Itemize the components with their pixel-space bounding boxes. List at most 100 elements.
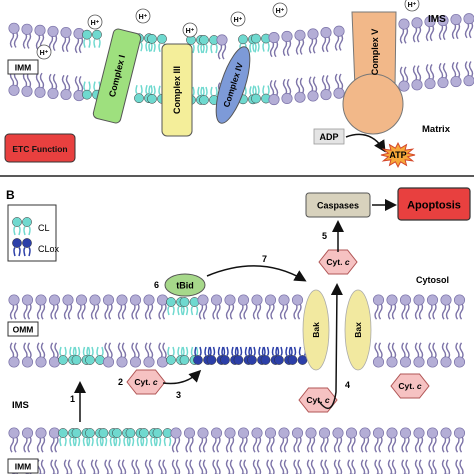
lipid-top [450, 13, 462, 40]
proton-label: H⁺ [234, 17, 243, 24]
imm-label-box-a [7, 59, 39, 75]
omm-lipid-bottom [116, 342, 128, 368]
step-4-number: 4 [345, 380, 350, 390]
imm-lipid-top [318, 427, 331, 453]
complex-iv: Complex IV [215, 46, 251, 124]
lipid-bottom [398, 66, 410, 92]
proton-ion: H⁺ [404, 0, 420, 12]
lipid-bottom [8, 70, 20, 96]
lipid-top [216, 34, 228, 60]
proton-label: H⁺ [276, 8, 285, 15]
imm-lipid-top [264, 427, 277, 453]
step-3-number: 3 [176, 390, 181, 400]
omm-lipid-bottom [35, 342, 47, 368]
matrix-label: Matrix [422, 124, 451, 135]
lipid-top [411, 17, 423, 43]
complex-i: Complex I [92, 28, 142, 124]
omm-cardiolipin [85, 346, 105, 365]
omm-lipid-top [237, 294, 250, 320]
imm-lipid-bottom [212, 459, 221, 474]
adp-label: ADP [319, 132, 338, 142]
omm-lipid-bottom [48, 342, 61, 368]
lipid-top [320, 27, 332, 53]
imm-lipid-top [170, 427, 182, 453]
lipid-bottom [424, 64, 436, 90]
omm-cardiolipin [58, 346, 78, 365]
imm-lipid-top [426, 427, 439, 453]
omm-cardiolipin-top [179, 297, 200, 316]
imm-lipid-top [413, 427, 425, 453]
complex-iii-label: Complex III [172, 66, 182, 114]
legend-box [7, 204, 57, 262]
lipid-bottom [73, 75, 85, 102]
ims-label-b: IMS [12, 400, 29, 411]
omm-lipid-top [426, 294, 439, 320]
imm-lipid-top [210, 427, 223, 453]
complex-v: Complex V [342, 11, 404, 135]
lipid-bottom [60, 74, 72, 101]
omm-lipid-top [21, 294, 34, 320]
step-5-number: 5 [322, 231, 327, 241]
legend-icons [12, 217, 32, 257]
omm-lipid-bottom [129, 342, 142, 368]
imm-lipid-top [305, 427, 317, 453]
omm-lipid-top [372, 294, 385, 320]
imm-lipid-bottom [50, 459, 59, 474]
imm-lipid-bottom [347, 459, 356, 474]
omm-label-box [7, 321, 39, 337]
proton-label: H⁺ [40, 50, 49, 57]
imm-lipid-top [197, 427, 209, 453]
imm-lipid-bottom [77, 459, 86, 474]
lipid-top [21, 23, 33, 49]
omm-lipid-bottom [399, 342, 412, 368]
step-7-arrow [206, 265, 307, 282]
proton-label: H⁺ [408, 2, 417, 9]
lipid-bottom [463, 61, 474, 87]
adp-box [313, 128, 345, 145]
lipid-bottom [437, 62, 449, 89]
imm-lipid-top [183, 427, 196, 453]
omm-lipid-bottom [426, 342, 439, 368]
omm-lipid-bottom [143, 342, 155, 368]
proton-ion: H⁺ [135, 8, 151, 24]
cytochrome-c-label: Cyt. c [398, 381, 421, 391]
omm-lipid-top [102, 294, 115, 320]
omm-lipid-top [156, 294, 169, 320]
apoptosis-label: Apoptosis [407, 200, 461, 212]
cytochrome-c: Cyt. c [126, 369, 166, 395]
omm-oxidized-cardiolipin [287, 346, 308, 365]
tbid-label: tBid [176, 281, 194, 291]
imm-lipid-bottom [360, 459, 370, 474]
imm-bilayer-b [8, 427, 466, 474]
imm-lipid-bottom [441, 459, 451, 474]
bax-protein [344, 289, 372, 371]
imm-lipid-bottom [306, 459, 316, 474]
legend-clox-label: CLox [38, 244, 60, 254]
omm-bilayer [8, 294, 466, 368]
omm-lipid-bottom [8, 342, 20, 368]
lipid-top [463, 13, 474, 39]
omm-lipid-top [291, 294, 304, 320]
imm-lipid-top [35, 427, 47, 453]
omm-lipid-top [89, 294, 101, 320]
omm-lipid-top [48, 294, 61, 320]
panel-b-letter: B [6, 188, 15, 202]
imm-lipid-bottom [104, 459, 113, 474]
imm-lipid-top [237, 427, 250, 453]
tbid-molecule [164, 273, 206, 297]
imm-lipid-top [251, 427, 263, 453]
omm-lipid-top [440, 294, 452, 320]
omm-lipid-top [197, 294, 209, 320]
imm-lipid-bottom [266, 459, 275, 474]
omm-lipid-top [251, 294, 263, 320]
imm-lipid-bottom [455, 459, 464, 474]
bak-label: Bak [311, 322, 321, 338]
omm-lipid-top [62, 294, 74, 320]
step-6-number: 6 [154, 280, 159, 290]
lipid-top [268, 32, 280, 58]
imm-lipid-top [386, 427, 398, 453]
cardiolipin-top [147, 33, 167, 53]
bax-label: Bax [353, 322, 363, 338]
omm-lipid-bottom [386, 342, 398, 368]
